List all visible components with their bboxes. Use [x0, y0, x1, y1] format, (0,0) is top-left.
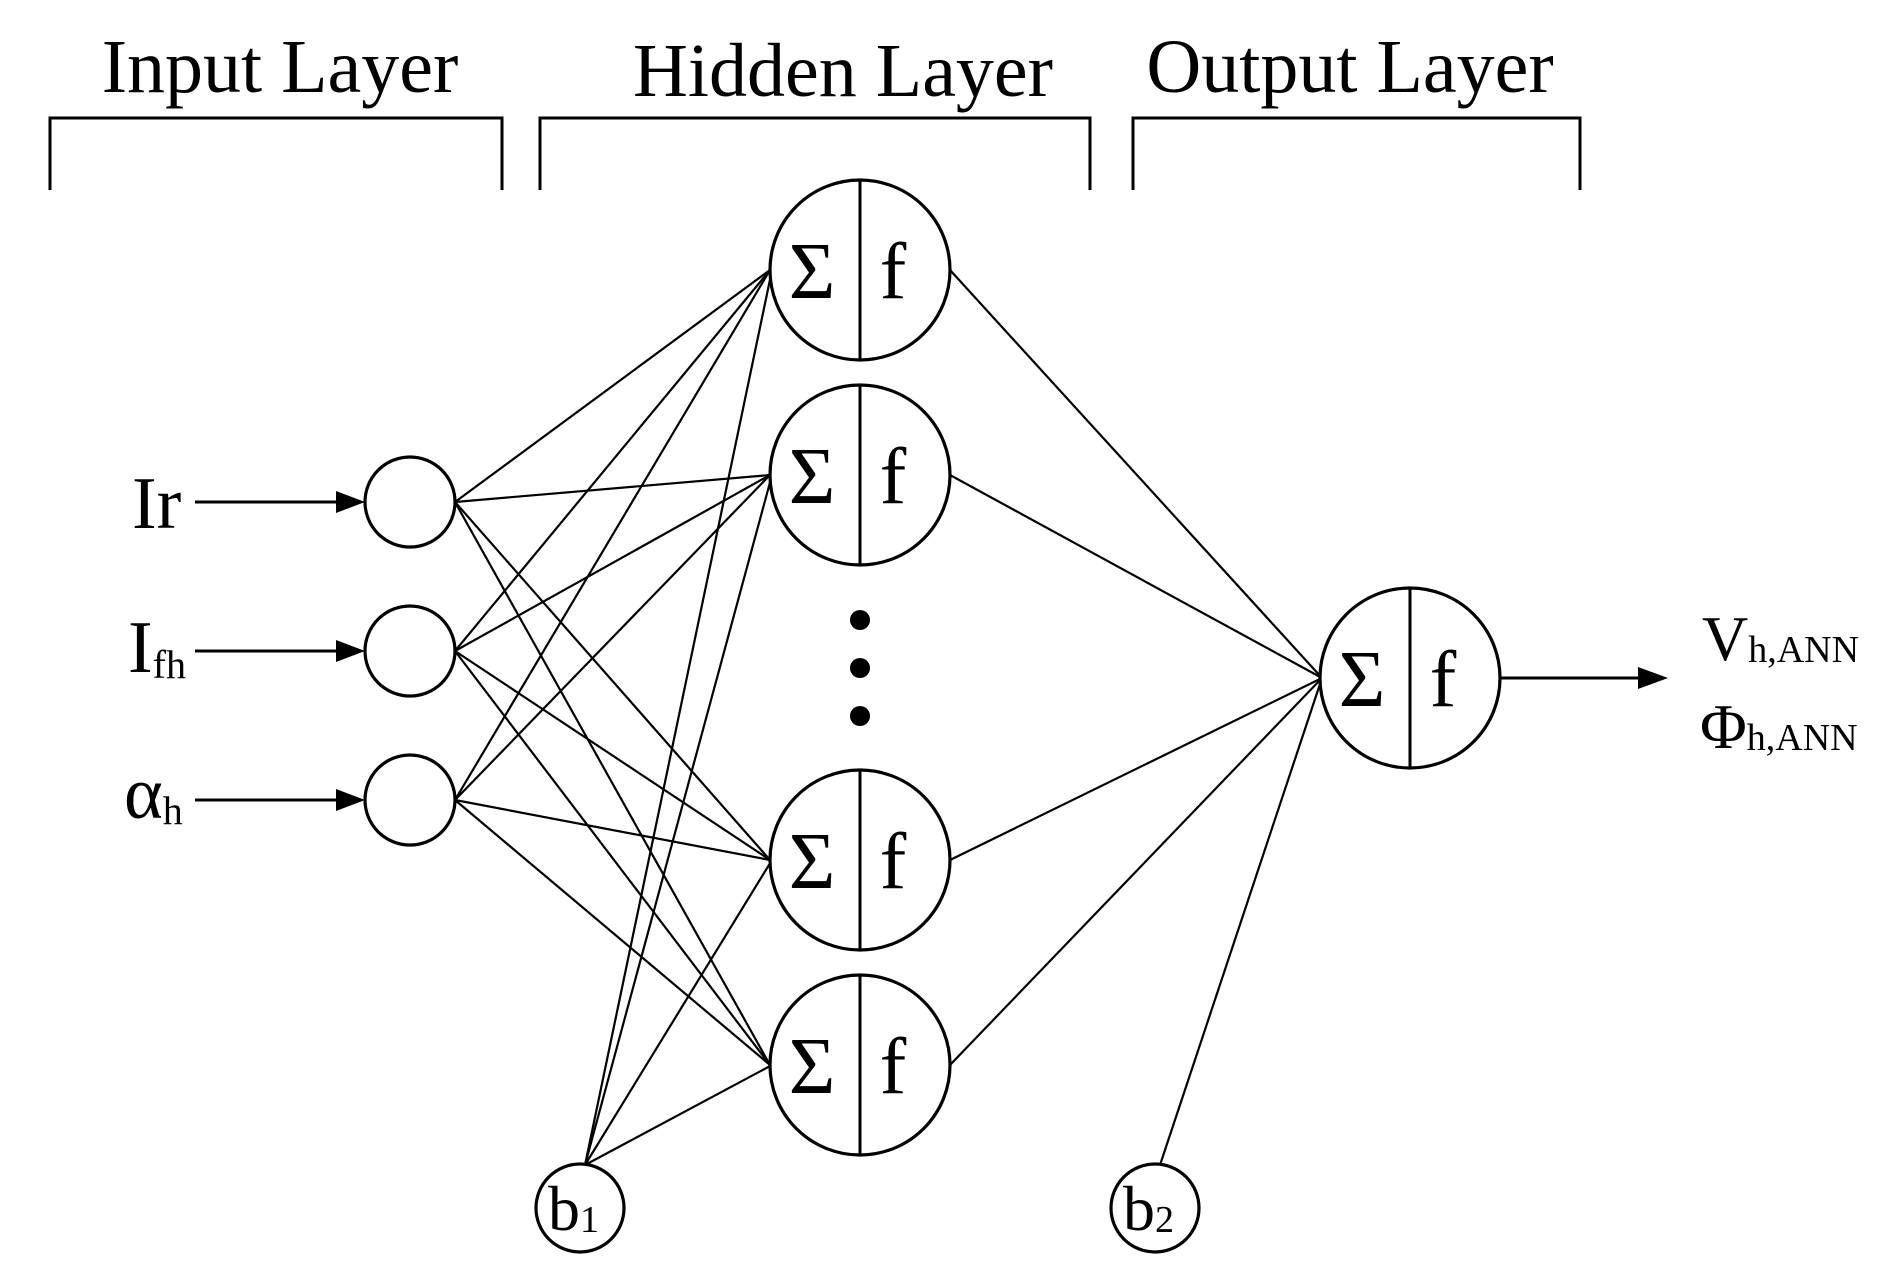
- svg-text:Σ: Σ: [789, 1023, 836, 1111]
- input-label-ir: Ir: [132, 463, 181, 545]
- input-hidden-connection: [454, 269, 771, 801]
- hidden-output-connection: [949, 677, 1323, 1066]
- input-neuron: [363, 753, 457, 847]
- input-label-ifh: Ifh: [128, 607, 186, 689]
- input-arrow: [195, 491, 365, 513]
- bias-node-b1: b1: [534, 1162, 626, 1254]
- input-layer-title: Input Layer: [102, 25, 459, 109]
- svg-text:b2: b2: [1123, 1173, 1174, 1244]
- hidden-output-connection: [949, 269, 1323, 679]
- input-hidden-connection: [454, 473, 771, 504]
- output-layer-bracket: [1131, 116, 1582, 190]
- ellipsis-dot: [850, 610, 870, 630]
- input-hidden-connection: [454, 798, 771, 862]
- bias-hidden-connection: [584, 1064, 773, 1166]
- input-neuron: [363, 455, 457, 549]
- hidden-neuron: Σ f: [768, 178, 952, 362]
- hidden-neuron: Σ f: [768, 768, 952, 952]
- input-hidden-connection: [454, 650, 771, 1066]
- svg-text:Σ: Σ: [789, 433, 836, 521]
- output-neuron: Σ f: [1318, 586, 1502, 770]
- input-neuron: [363, 604, 457, 698]
- input-hidden-connection: [454, 269, 771, 652]
- bias-hidden-connection: [584, 859, 773, 1166]
- output-layer-title: Output Layer: [1146, 25, 1553, 109]
- input-hidden-connection: [454, 650, 771, 861]
- svg-text:f: f: [880, 1023, 907, 1111]
- input-hidden-connection: [454, 269, 771, 503]
- bias-node-b2: b2: [1109, 1162, 1201, 1254]
- input-hidden-connection: [454, 474, 771, 801]
- input-arrow: [195, 789, 365, 811]
- input-hidden-connection: [454, 799, 771, 1066]
- input-arrow: [195, 640, 365, 662]
- svg-text:b1: b1: [548, 1173, 599, 1244]
- hidden-neuron: Σ f: [768, 383, 952, 567]
- output-label-v: Vh,ANN: [1702, 603, 1859, 674]
- svg-text:f: f: [880, 433, 907, 521]
- input-label-alpha-h: αh: [124, 753, 183, 835]
- svg-text:f: f: [1430, 636, 1457, 724]
- input-hidden-connection: [454, 501, 771, 861]
- bias-hidden-connection: [583, 269, 774, 1166]
- hidden-layer-title: Hidden Layer: [633, 29, 1053, 113]
- svg-text:f: f: [880, 818, 907, 906]
- bias-output-connection: [1158, 677, 1324, 1166]
- output-label-phi: Φh,ANN: [1700, 691, 1858, 762]
- ellipsis-dot: [850, 658, 870, 678]
- hidden-output-connection: [949, 474, 1323, 679]
- svg-text:Σ: Σ: [1339, 636, 1386, 724]
- output-arrow: [1500, 667, 1668, 689]
- connections: [454, 269, 1324, 1166]
- ellipsis-dot: [850, 706, 870, 726]
- svg-text:f: f: [880, 228, 907, 316]
- input-layer-bracket: [48, 116, 504, 190]
- input-hidden-connection: [454, 474, 771, 652]
- hidden-layer-bracket: [538, 116, 1092, 190]
- bias-hidden-connection: [583, 474, 774, 1166]
- input-hidden-connection: [454, 501, 771, 1066]
- hidden-neuron: Σ f: [768, 973, 952, 1157]
- hidden-output-connection: [949, 677, 1323, 861]
- svg-text:Σ: Σ: [789, 228, 836, 316]
- svg-text:Σ: Σ: [789, 818, 836, 906]
